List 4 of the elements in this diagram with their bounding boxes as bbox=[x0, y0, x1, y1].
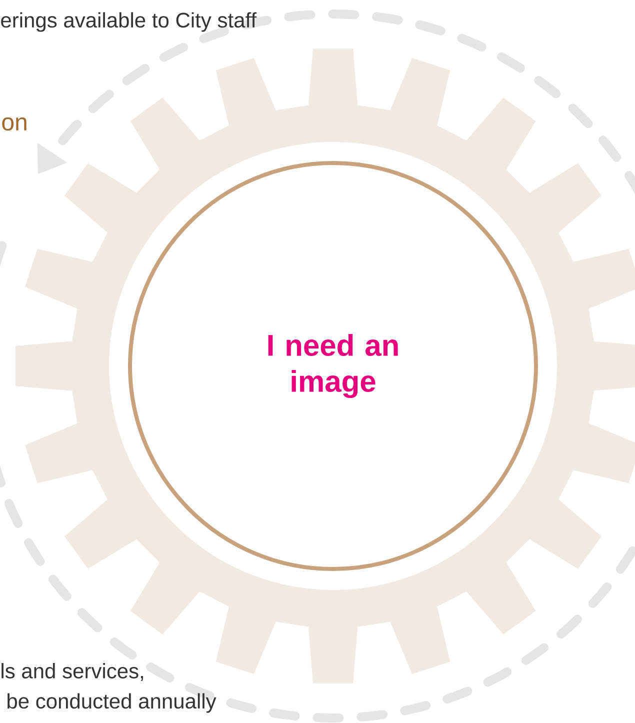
text-label: ls and services, bbox=[2, 663, 143, 681]
text-label: on bbox=[2, 117, 26, 131]
text-label: be conducted annually bbox=[8, 693, 216, 713]
text-label: erings available to City staff bbox=[1, 12, 257, 32]
